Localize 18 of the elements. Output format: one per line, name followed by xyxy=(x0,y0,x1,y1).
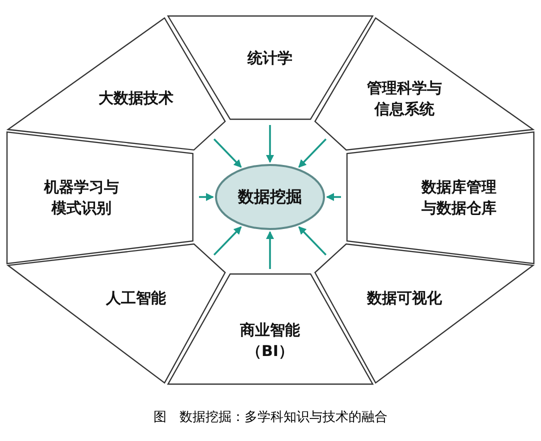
node-label: 管理科学与信息系统 xyxy=(366,78,443,119)
arrow xyxy=(266,125,274,163)
arrow xyxy=(298,226,327,256)
arrow xyxy=(199,193,214,201)
caption: 图 数据挖掘：多学科知识与技术的融合 xyxy=(152,410,388,425)
node-label: 大数据技术 xyxy=(97,88,174,108)
node-label: 数据挖掘 xyxy=(238,186,302,208)
arrow xyxy=(266,231,274,269)
node-label: 人工智能 xyxy=(104,288,167,308)
node-label: 数据可视化 xyxy=(366,288,443,308)
node-label: 机器学习与模式识别 xyxy=(42,177,120,218)
node-label: 统计学 xyxy=(246,48,294,68)
node-label: 商业智能（BI） xyxy=(238,320,301,361)
node-label: 数据库管理与数据仓库 xyxy=(420,177,498,218)
arrow xyxy=(326,193,341,201)
arrow xyxy=(213,226,242,256)
arrow xyxy=(298,138,327,168)
arrow xyxy=(213,138,242,168)
